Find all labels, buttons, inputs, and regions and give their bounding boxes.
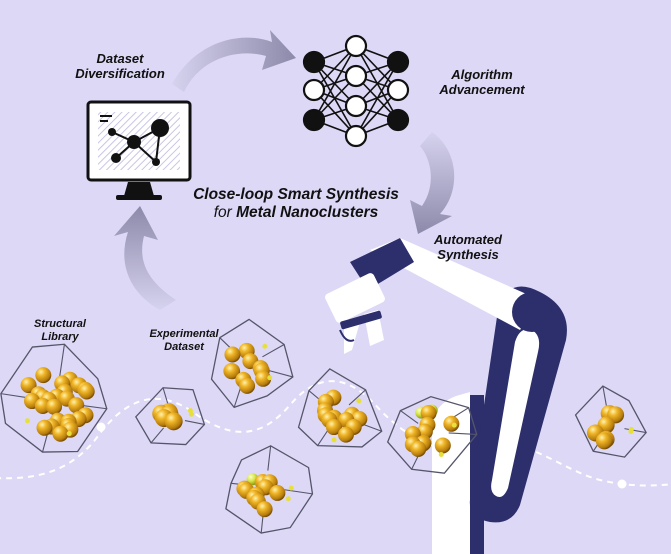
label-algorithm-advancement: Algorithm Advancement [422, 67, 542, 98]
gold-atom [224, 346, 241, 363]
ligand-shell [574, 385, 647, 458]
surface-atom [267, 375, 273, 381]
gold-atom [52, 425, 69, 442]
nanocluster-icon [0, 343, 108, 453]
robot-arm-icon [325, 238, 567, 554]
surface-atom [288, 485, 294, 491]
label-line: Dataset [164, 340, 204, 353]
gold-atom [256, 501, 273, 518]
title-prefix: for [213, 203, 237, 221]
nn-connection [355, 61, 399, 137]
ligand-bond [267, 445, 272, 471]
nanocluster-icon [574, 385, 647, 458]
ligand-bond [150, 427, 165, 444]
surface-atom [188, 411, 194, 417]
surface-atom [451, 422, 457, 428]
label-line: Automated [434, 232, 502, 247]
ligand-bond [262, 344, 285, 358]
ligand-bond [348, 389, 366, 406]
cycle-arrow-top [172, 30, 296, 92]
label-line: Advancement [439, 81, 525, 97]
nanocluster-group [0, 318, 647, 534]
nn-node [344, 94, 368, 118]
label-line: Synthesis [437, 246, 499, 262]
nn-node [386, 50, 410, 74]
gold-atom [78, 383, 95, 400]
nn-node [344, 124, 368, 148]
surface-atom [331, 437, 337, 443]
monitor-graph-icon [86, 100, 192, 200]
surface-atom [438, 452, 444, 458]
nn-node [386, 78, 410, 102]
ligand-bond [624, 428, 647, 434]
gold-atom [434, 437, 451, 454]
label-structural-library: Structural Library [20, 318, 100, 343]
gold-atom [337, 426, 354, 443]
nanocluster-icon [386, 395, 478, 474]
ligand-bond [284, 489, 313, 495]
label-line: Algorithm [451, 67, 513, 82]
path-node [96, 422, 106, 432]
gold-atom [46, 398, 63, 415]
label-line: Experimental [149, 328, 219, 340]
nn-node [344, 34, 368, 58]
neural-network-icon [302, 34, 410, 148]
gold-atom [239, 377, 256, 394]
gold-atom [420, 405, 437, 422]
gold-atom [269, 484, 286, 501]
ligand-bond [162, 387, 169, 407]
gold-atom [164, 412, 183, 431]
nn-connection [313, 45, 357, 121]
gold-atom [443, 415, 460, 432]
title-bold: Metal Nanoclusters [236, 203, 379, 221]
surface-atom [66, 431, 72, 437]
surface-atom [628, 426, 634, 432]
cycle-arrow-left [114, 206, 176, 310]
nanocluster-icon [225, 445, 314, 534]
gold-atom [35, 367, 52, 384]
ligand-shell [135, 387, 206, 446]
gold-atom [224, 363, 241, 380]
nn-node [344, 64, 368, 88]
nanocluster-icon [297, 368, 383, 448]
cycle-arrow-right [410, 132, 455, 234]
gold-atom [255, 370, 272, 387]
nanocluster-icon [135, 387, 206, 446]
nn-node [302, 50, 326, 74]
surface-atom [262, 343, 268, 349]
label-line: Structural [34, 318, 86, 330]
label-line: Library [41, 330, 79, 343]
surface-atom [356, 398, 362, 404]
nn-node [386, 108, 410, 132]
nanocluster-icon [210, 318, 294, 409]
surface-atom [285, 496, 291, 502]
surface-atom [24, 418, 30, 424]
label-dataset-diversification: Dataset Diversification [60, 51, 180, 82]
ligand-shell [297, 368, 383, 448]
gold-atom [595, 432, 613, 450]
label-line: Dataset [96, 51, 144, 66]
label-line: Diversification [75, 65, 165, 81]
label-automated-synthesis: Automated Synthesis [408, 232, 528, 263]
title-line-2: for Metal Nanoclusters [178, 204, 414, 222]
ligand-bond [184, 420, 205, 425]
nn-node [302, 78, 326, 102]
path-node [617, 479, 627, 489]
label-experimental-dataset: Experimental Dataset [132, 328, 236, 353]
diagram-title: Close-loop Smart Synthesis for Metal Nan… [178, 186, 414, 222]
nn-node [302, 108, 326, 132]
gold-atom [410, 440, 427, 457]
gold-atom [36, 419, 53, 436]
ligand-bond [58, 344, 65, 379]
title-line-1: Close-loop Smart Synthesis [193, 186, 399, 203]
gold-atom [325, 419, 342, 436]
ligand-shell [210, 318, 294, 409]
ligand-shell [386, 395, 478, 474]
ligand-bond [265, 369, 293, 378]
ligand-bond [400, 410, 419, 424]
ligand-bond [448, 432, 477, 435]
